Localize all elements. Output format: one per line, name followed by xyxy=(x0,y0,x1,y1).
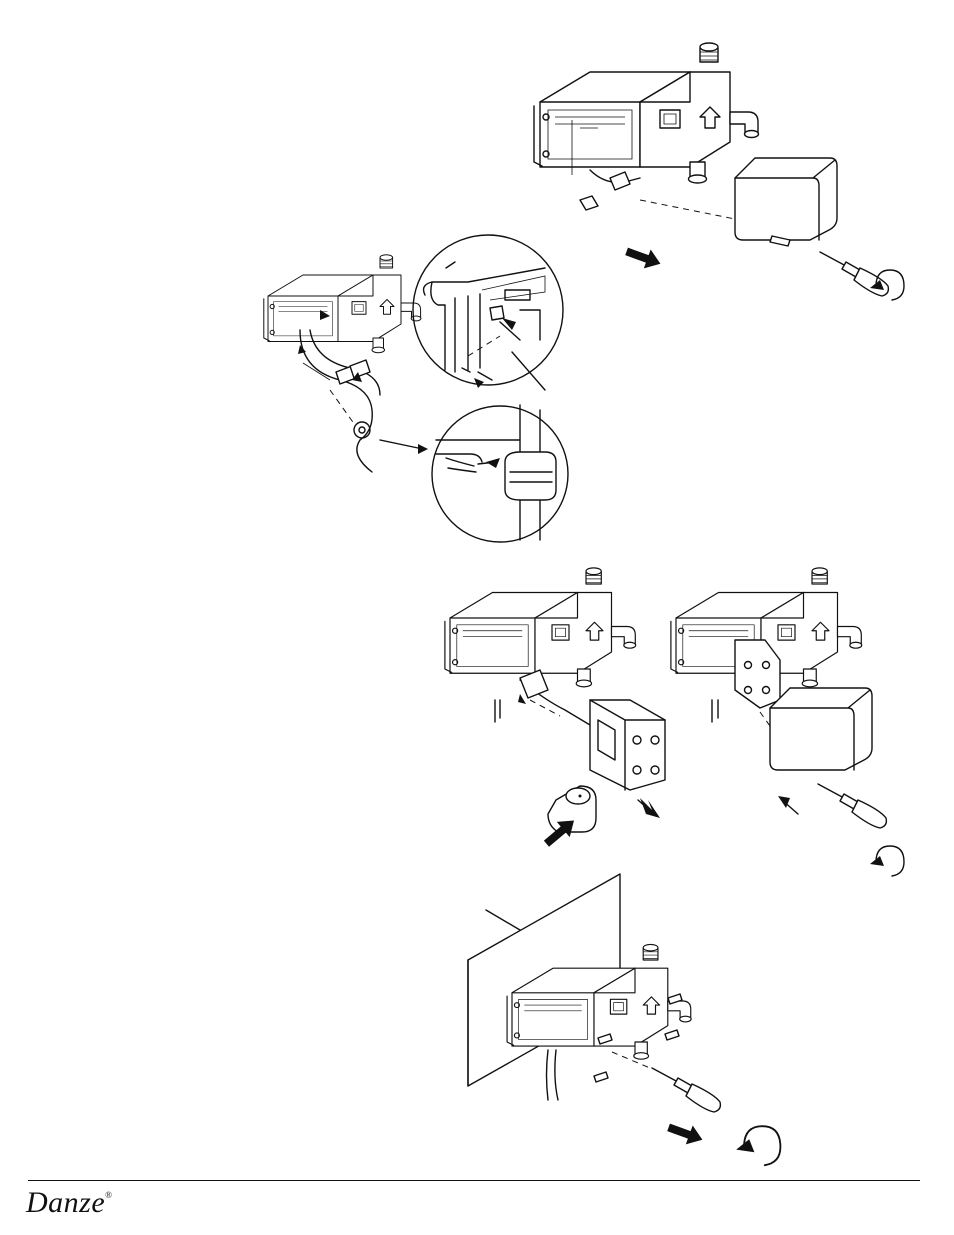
detail-circle-top-icon xyxy=(413,235,563,390)
brand-logo: Danze® xyxy=(26,1186,113,1220)
push-arrow-icon xyxy=(665,1118,706,1149)
rotate-arrow-icon xyxy=(870,846,904,876)
screwdriver-icon xyxy=(820,252,888,296)
screwdriver-icon xyxy=(652,1068,720,1112)
figure-battery-install xyxy=(445,568,665,851)
brand-name: Danze xyxy=(26,1186,105,1219)
battery-cover-icon xyxy=(735,158,837,240)
trademark-symbol: ® xyxy=(105,1190,112,1200)
figure-cover-reinstall xyxy=(671,568,904,876)
valve-body-icon xyxy=(264,255,421,353)
battery-pack-icon xyxy=(590,700,665,790)
rotate-arrow-icon xyxy=(736,1126,780,1165)
pull-arrow-icon xyxy=(623,242,664,273)
valve-body-icon xyxy=(445,568,636,687)
figure-wire-routing xyxy=(264,235,568,542)
detail-circle-grommet-icon xyxy=(432,405,568,542)
figure-wall-mount xyxy=(468,874,780,1165)
figure-remove-cover xyxy=(534,43,904,300)
screwdriver-icon xyxy=(818,784,886,828)
battery-cover-icon xyxy=(770,688,872,770)
valve-body-icon xyxy=(534,43,759,183)
footer-rule xyxy=(28,1180,920,1181)
